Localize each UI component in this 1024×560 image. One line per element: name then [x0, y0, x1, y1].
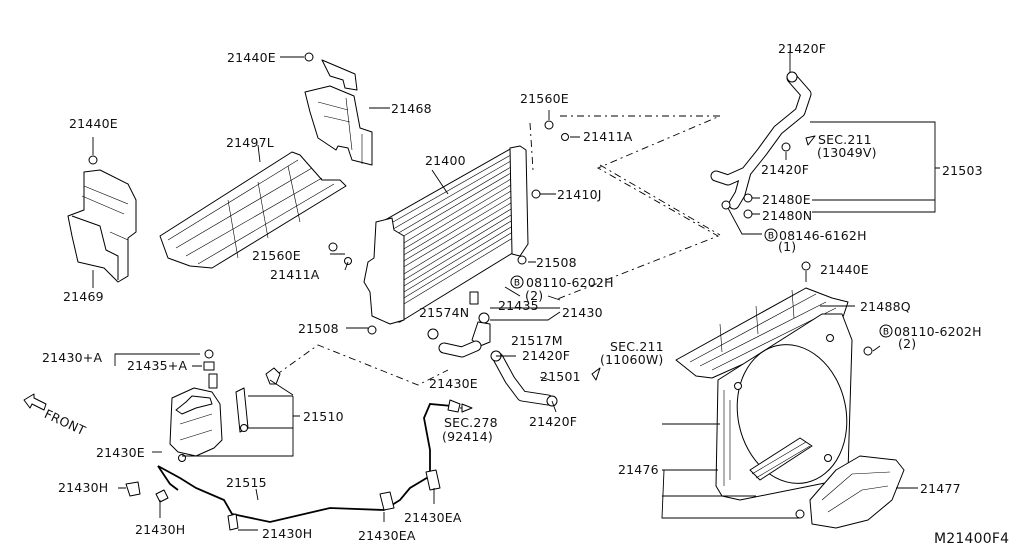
air-guide-upper [304, 52, 373, 166]
arrow-sec278 [461, 403, 473, 413]
part-label-08110-6202H[interactable]: 08110-6202H [526, 275, 614, 290]
svg-text:B: B [883, 328, 889, 338]
part-label-21430H[interactable]: 21430H [135, 522, 186, 537]
part-label-21411A[interactable]: 21411A [583, 129, 633, 144]
part-label-21420F[interactable]: 21420F [778, 41, 827, 56]
section-ref-sec211[interactable]: SEC.211 [818, 132, 872, 147]
part-label-21488Q[interactable]: 21488Q [860, 299, 911, 314]
radiator-reference-outline-top [529, 115, 721, 301]
fan-shroud-21476 [715, 313, 853, 519]
part-label-21468[interactable]: 21468 [391, 101, 432, 116]
bolt-marker-08110-b: B [879, 324, 893, 338]
part-label-21430E[interactable]: 21430E [96, 445, 145, 460]
part-label-21420F[interactable]: 21420F [529, 414, 578, 429]
part-label-21400[interactable]: 21400 [425, 153, 466, 168]
section-ref-code: (11060W) [600, 352, 664, 367]
part-label-21574N[interactable]: 21574N [419, 305, 470, 320]
part-label-21440E[interactable]: 21440E [820, 262, 869, 277]
fan-shroud-upper-21488Q [675, 261, 873, 379]
drain-cock-parts [427, 291, 491, 347]
front-arrow [23, 393, 47, 411]
radiator-core [328, 120, 569, 335]
radiator-hose-lower-21501 [438, 340, 558, 407]
part-label-21517M[interactable]: 21517M [511, 333, 563, 348]
part-label-21497L[interactable]: 21497L [226, 135, 274, 150]
bolt-marker-08146: B [764, 228, 778, 242]
part-quantity: (1) [778, 239, 797, 254]
part-label-21430H[interactable]: 21430H [58, 480, 109, 495]
part-label-21420F[interactable]: 21420F [522, 348, 571, 363]
arrow-sec211-top [805, 135, 816, 146]
part-label-21430E[interactable]: 21430E [429, 376, 478, 391]
air-guide-left [67, 155, 137, 283]
section-ref-code: (92414) [442, 429, 493, 444]
svg-text:B: B [514, 279, 520, 289]
part-label-21411A[interactable]: 21411A [270, 267, 320, 282]
part-label-08146-6162H[interactable]: 08146-6162H [779, 228, 867, 243]
part-quantity: (2) [898, 336, 917, 351]
part-label-21440E[interactable]: 21440E [69, 116, 118, 131]
part-label-21477[interactable]: 21477 [920, 481, 961, 496]
part-label-21440E[interactable]: 21440E [227, 50, 276, 65]
fan-shroud-lower-21477 [809, 454, 905, 529]
part-label-21430H[interactable]: 21430H [262, 526, 313, 541]
part-label-21560E[interactable]: 21560E [520, 91, 569, 106]
reservoir-tank [169, 349, 281, 462]
svg-text:B: B [768, 232, 774, 242]
overflow-hose-21515 [125, 399, 461, 531]
part-label-21480E[interactable]: 21480E [762, 192, 811, 207]
part-label-21515[interactable]: 21515 [226, 475, 267, 490]
part-label-21435[interactable]: 21435 [498, 298, 539, 313]
part-label-21420F[interactable]: 21420F [761, 162, 810, 177]
reservoir-reference-outline [275, 344, 449, 386]
bolt-marker-08110-a: B [510, 275, 524, 289]
diagram-code: M21400F4 [934, 531, 1010, 547]
part-label-21560E[interactable]: 21560E [252, 248, 301, 263]
part-label-21508[interactable]: 21508 [298, 321, 339, 336]
air-guide-lower-21497L [159, 151, 347, 269]
part-label-21430EA[interactable]: 21430EA [358, 528, 416, 543]
part-label-21508[interactable]: 21508 [536, 255, 577, 270]
section-ref-sec211[interactable]: SEC.211 [610, 339, 664, 354]
part-label-21503[interactable]: 21503 [942, 163, 983, 178]
part-label-21410J[interactable]: 21410J [557, 187, 602, 202]
part-label-08110-6202H[interactable]: 08110-6202H [894, 324, 982, 339]
part-label-21501[interactable]: 21501 [540, 369, 581, 384]
hose-reference-outline [599, 164, 721, 236]
part-label-21430EA[interactable]: 21430EA [404, 510, 462, 525]
part-label-21480N[interactable]: 21480N [762, 208, 813, 223]
part-label-21435-A[interactable]: 21435+A [127, 358, 188, 373]
part-label-21430[interactable]: 21430 [562, 305, 603, 320]
section-ref-sec278[interactable]: SEC.278 [444, 415, 498, 430]
part-label-21469[interactable]: 21469 [63, 289, 104, 304]
section-ref-code: (13049V) [817, 145, 877, 160]
arrow-sec211-low [591, 367, 601, 381]
part-label-21430-A[interactable]: 21430+A [42, 350, 103, 365]
part-label-21476[interactable]: 21476 [618, 462, 659, 477]
part-label-21510[interactable]: 21510 [303, 409, 344, 424]
part-quantity: (2) [525, 288, 544, 303]
